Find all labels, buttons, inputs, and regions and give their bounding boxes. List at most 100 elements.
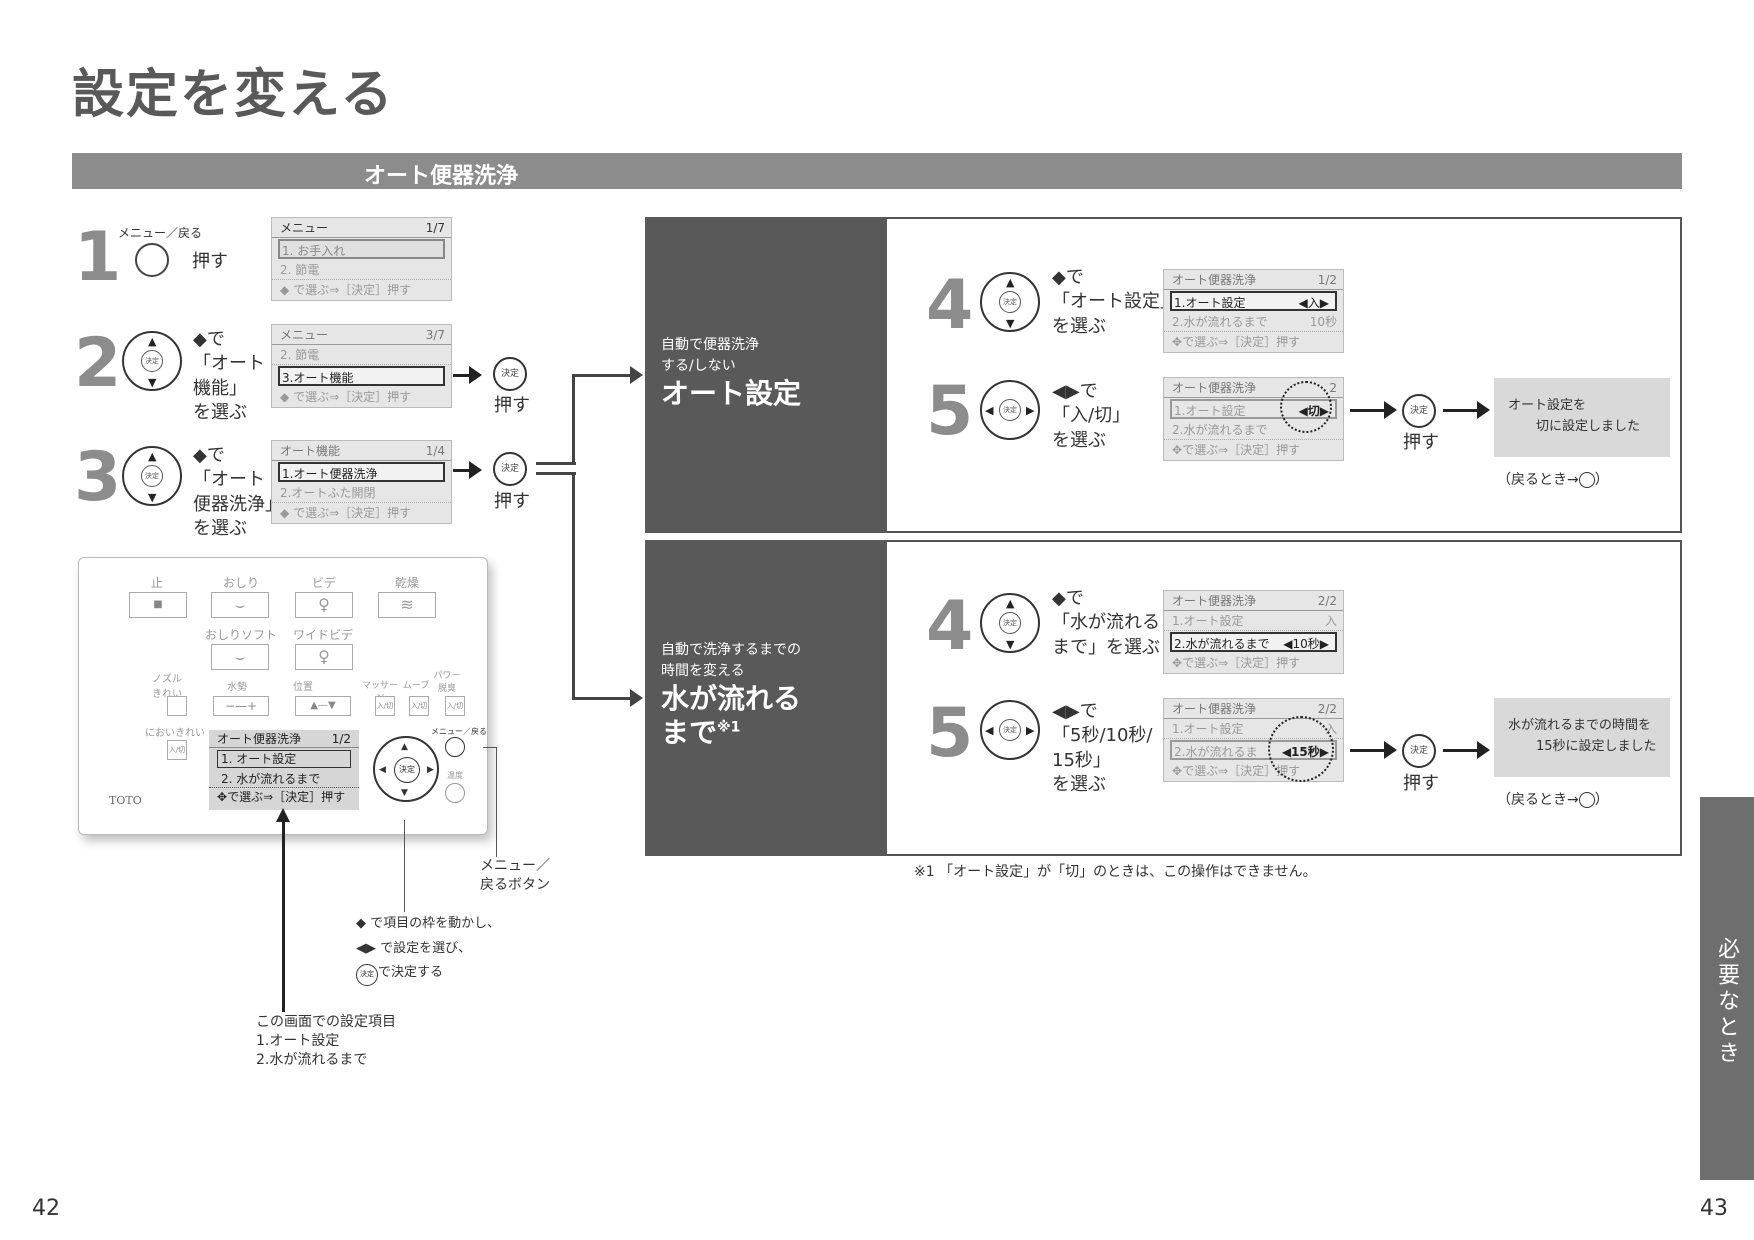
remote-dpad[interactable]: ▲ ▼ ◀ ▶ 決定 [373, 736, 439, 802]
oshiri-label: おしり [222, 576, 259, 590]
oshiri-soft-label: おしりソフト [204, 628, 277, 642]
nioi-button[interactable]: 入/切 [167, 740, 187, 760]
result-message: オート設定を 切に設定しました [1494, 378, 1670, 457]
arrow [1443, 749, 1479, 752]
step-number: 3 [74, 438, 122, 517]
screen-row: 2. 節電 [272, 260, 451, 280]
remote-control: 止 おしり ビデ 乾燥 ■ ⌣ ♀ ≋ おしりソフト ワイドビデ ⌣ ♀ ノズル… [78, 557, 488, 835]
step-action: 押す [494, 491, 530, 512]
arrow-head [630, 366, 643, 384]
step-instruction: ◀▶で 「5秒/10秒/ 15秒」 を選ぶ [1052, 701, 1153, 795]
bidet-label: ビデ [311, 576, 336, 590]
ok-button[interactable]: 決定 [493, 357, 527, 391]
position-stepper[interactable]: ▲—▼ [295, 696, 351, 716]
step-action: 押す [494, 395, 530, 416]
dpad-button[interactable]: ◀▶決定 [980, 700, 1040, 760]
screen-page: 1/7 [425, 221, 445, 235]
callout-line [282, 820, 285, 1012]
screen-row: 2.オートふた開閉 [272, 483, 451, 503]
arrow-head [1384, 401, 1397, 419]
step-instruction: ◆で 「水が流れる まで」を選ぶ [1052, 588, 1160, 658]
step-instruction: ◀▶で 「入/切」 を選ぶ [1052, 381, 1131, 451]
leftright-icon: ◀▶ [356, 940, 376, 956]
arrow-head [630, 689, 643, 707]
arrow-head [1384, 741, 1397, 759]
wide-bidet-button[interactable]: ♀ [295, 644, 353, 670]
step-action: 押す [1403, 432, 1439, 453]
wide-bidet-label: ワイドビデ [292, 628, 353, 642]
ok-button[interactable]: 決定 [493, 452, 527, 486]
oshiri-button[interactable]: ⌣ [211, 592, 269, 618]
panel-water-timing-header: 自動で洗浄するまでの 時間を変える 水が流れる まで※1 [645, 540, 887, 856]
step-instruction: ◆で 「オート 機能」 を選ぶ [193, 329, 265, 423]
bidet-button[interactable]: ♀ [295, 592, 353, 618]
move-button[interactable]: 入/切 [409, 696, 429, 716]
step-instruction: ◆で 「オート設定」 を選ぶ [1052, 267, 1178, 337]
ok-icon: 決定 [394, 757, 420, 783]
massage-button[interactable]: 入/切 [375, 696, 395, 716]
dpad-button[interactable]: ◀▶決定 [980, 380, 1040, 440]
side-tab[interactable]: 必要なとき [1700, 797, 1754, 1180]
menu-button-icon [1578, 472, 1595, 488]
ok-icon: 決定 [141, 350, 163, 372]
brand-logo: TOTO [109, 794, 142, 807]
menu-label: メニュー／戻る [431, 727, 487, 736]
updown-icon: ◆ [193, 329, 207, 350]
dpad-button[interactable]: ▲▼決定 [980, 272, 1040, 332]
menu-button[interactable] [135, 243, 169, 277]
ok-button[interactable]: 決定 [1402, 394, 1436, 428]
menu-button-icon [1578, 792, 1595, 808]
temperature-label: 温度 [447, 771, 463, 780]
step-action: 押す [1403, 773, 1439, 794]
stop-button[interactable]: ■ [129, 592, 187, 618]
menu-back-button[interactable] [445, 737, 465, 757]
step-number: 5 [926, 372, 974, 451]
screen-row: 1. お手入れ [278, 239, 445, 259]
ok-button[interactable]: 決定 [1402, 734, 1436, 768]
position-label: 位置 [293, 682, 313, 693]
dpad-button[interactable]: ▲ ▼ 決定 [122, 446, 182, 506]
dry-label: 乾燥 [394, 576, 419, 590]
screen-row: 2. 節電 [272, 345, 451, 365]
temperature-button[interactable] [445, 783, 465, 803]
page-number-right: 43 [1700, 1196, 1728, 1221]
page-title: 設定を変える [72, 65, 395, 125]
oshiri-soft-button[interactable]: ⌣ [211, 644, 269, 670]
pressure-label: 水勢 [227, 682, 247, 693]
nioi-label: においきれい [145, 728, 205, 739]
nozzle-label: ノズル きれい [152, 674, 182, 700]
callout-line [404, 820, 405, 912]
dpad-button[interactable]: ▲ ▼ 決定 [122, 331, 182, 391]
arrow [1443, 409, 1479, 412]
step-number: 5 [926, 694, 974, 773]
updown-icon: ◆ [280, 283, 290, 297]
arrow-head [469, 366, 482, 384]
connector [536, 472, 576, 475]
screen-foot: で選ぶ⇒［決定］押す [293, 283, 412, 297]
dpad-button[interactable]: ▲▼決定 [980, 593, 1040, 653]
back-note: （戻るとき→） [1497, 792, 1609, 808]
dry-button[interactable]: ≋ [378, 592, 436, 618]
nozzle-button[interactable] [167, 696, 187, 716]
step-number: 2 [74, 324, 122, 403]
nav-callout: ◆ で項目の枠を動かし、 ◀▶ で設定を選び、 決定で決定する [356, 912, 500, 987]
menu-callout: メニュー／ 戻るボタン [480, 858, 550, 893]
panel-auto-setting-header: 自動で便器洗浄 する/しない オート設定 [645, 217, 887, 533]
step-number: 4 [926, 587, 974, 666]
stop-label: 止 [150, 576, 163, 590]
down-arrow-icon: ▼ [148, 376, 157, 389]
connector [536, 462, 576, 465]
settings-items: この画面での設定項目 1.オート設定 2.水が流れるまで [256, 1014, 396, 1068]
arrow-head [276, 808, 290, 822]
move-label: ムーブ [402, 681, 430, 691]
connector [572, 374, 634, 377]
power-deodorize-button[interactable]: 入/切 [445, 696, 465, 716]
callout-line [496, 747, 497, 857]
step-number: 4 [926, 266, 974, 345]
pressure-stepper[interactable]: −—+ [213, 696, 269, 716]
section-bar: オート便器洗浄 [72, 153, 1682, 189]
